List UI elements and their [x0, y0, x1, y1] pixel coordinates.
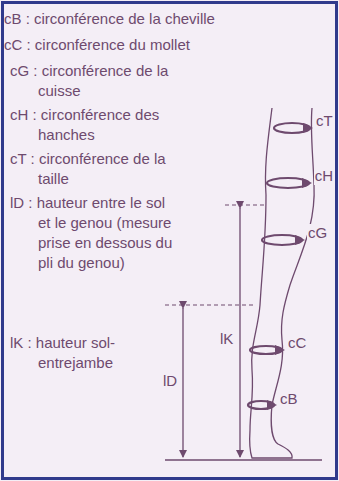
ground-line	[165, 459, 322, 460]
ring-arrowhead	[275, 345, 285, 355]
dimension-label: lD	[162, 372, 178, 390]
measure-label: cB	[279, 390, 299, 408]
legend-text: cB : circonférence de la cheville	[4, 9, 339, 29]
leg-outline	[250, 108, 315, 458]
legend-text: cC : circonférence du mollet	[4, 35, 339, 55]
ring-arrowhead	[295, 235, 305, 245]
measure-label: cG	[307, 224, 328, 242]
legend-text: lD : hauteur entre le sol et le genou (m…	[10, 193, 180, 273]
ring-arrowhead	[303, 123, 313, 133]
dimension-label: lK	[219, 330, 234, 348]
legend-text: lK : hauteur sol-entrejambe	[10, 333, 188, 373]
ring-arrowhead	[302, 178, 312, 188]
measure-label: cC	[287, 334, 307, 352]
measure-label: cH	[314, 167, 334, 185]
legend-text: cT : circonférence de la taille	[10, 149, 188, 189]
legend-text: cH : circonférence des hanches	[10, 105, 188, 145]
dimension-arrow	[239, 208, 240, 457]
crotch-dashed	[225, 205, 266, 206]
measure-label: cT	[315, 112, 334, 130]
knee-dashed	[165, 305, 255, 306]
legend-text: cG : circonférence de la cuisse	[10, 61, 188, 101]
ring-arrowhead	[267, 400, 277, 410]
dimension-arrow	[182, 308, 183, 457]
